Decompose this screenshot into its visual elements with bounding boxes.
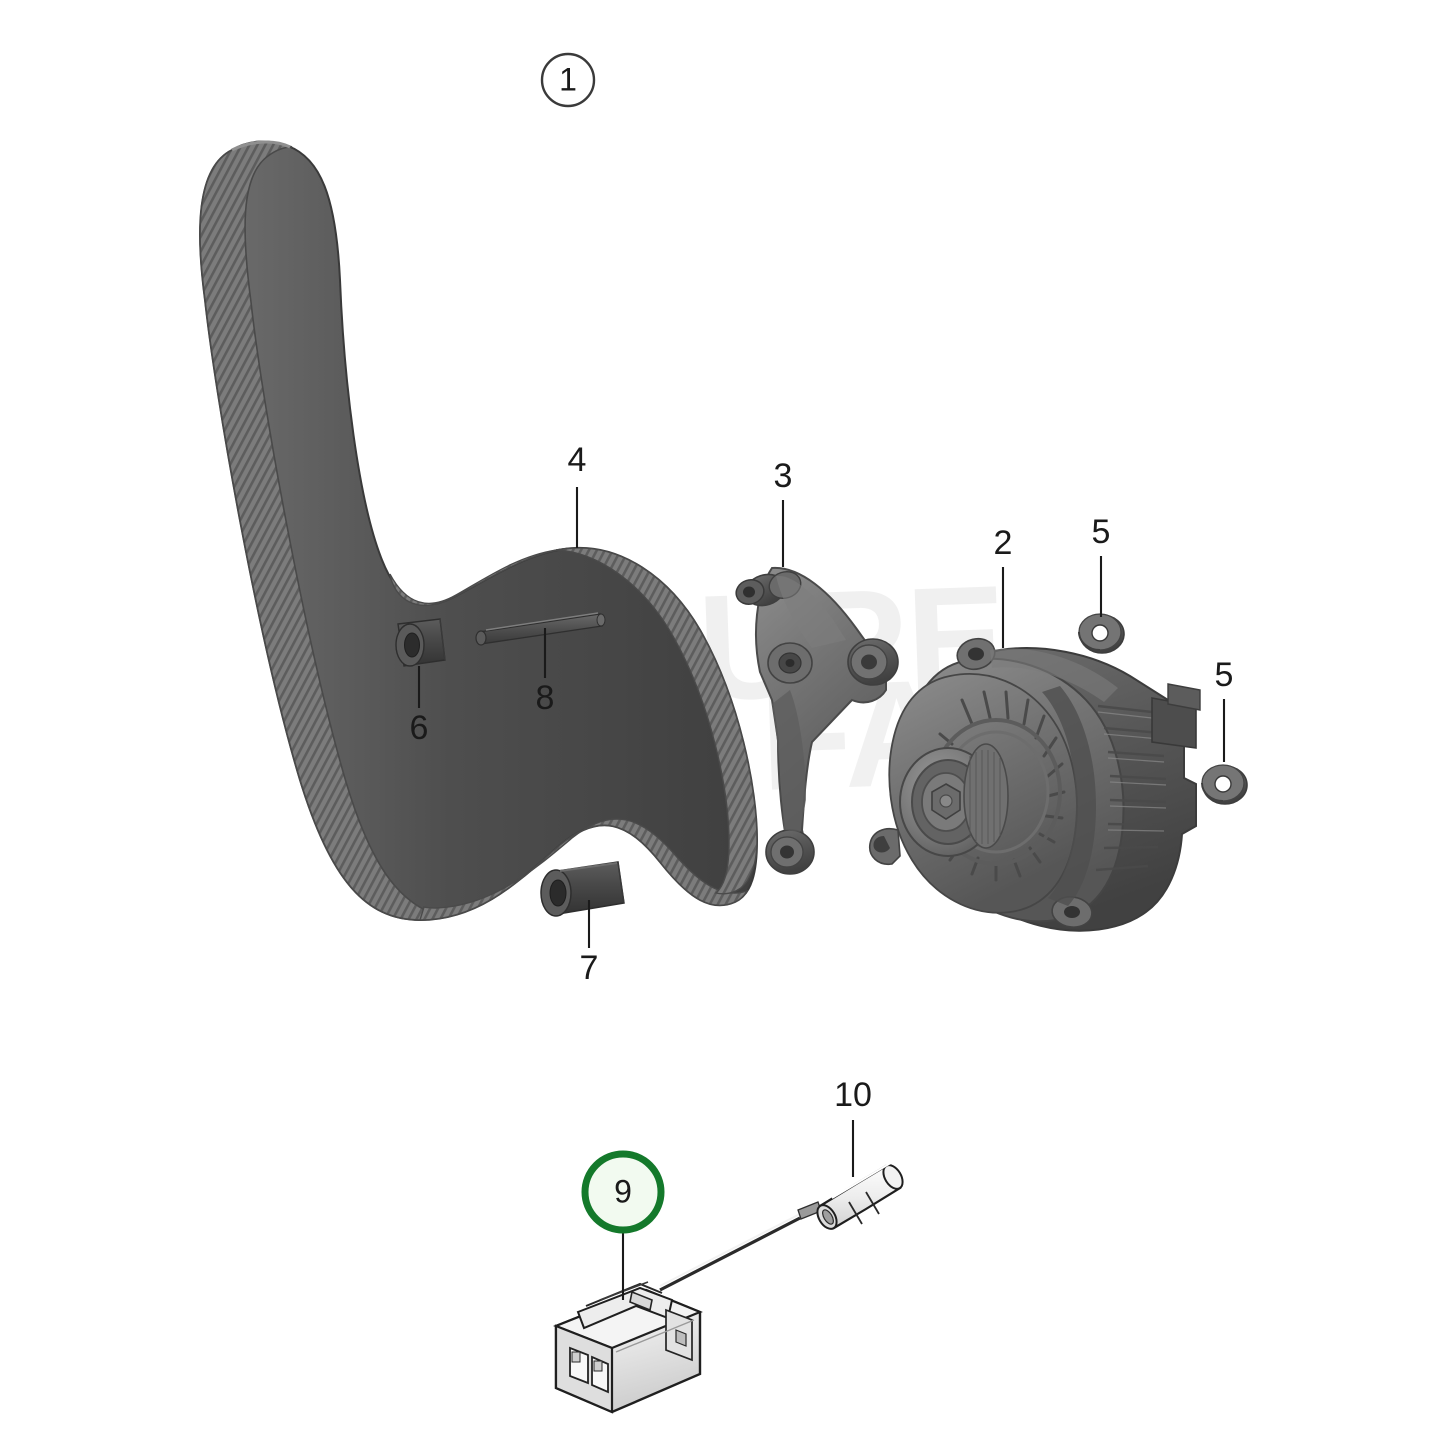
callout-1[interactable]: 1 [540, 52, 596, 108]
callout-6-label[interactable]: 6 [410, 709, 429, 747]
callout-9-label: 9 [614, 1173, 632, 1209]
callout-9-highlighted[interactable]: 9 [581, 1150, 665, 1234]
callout-8-label[interactable]: 8 [536, 679, 555, 717]
washer-upper [1078, 613, 1125, 654]
drive-belt [199, 140, 759, 922]
alternator [868, 637, 1201, 932]
spacer-bushing-short [395, 618, 446, 667]
spacer-bushing-long [540, 861, 625, 917]
callout-7-label[interactable]: 7 [580, 949, 599, 987]
callout-3-label[interactable]: 3 [774, 457, 793, 495]
callout-4-label[interactable]: 4 [568, 441, 587, 479]
washer-lower [1201, 764, 1248, 805]
callout-5-upper-label[interactable]: 5 [1092, 513, 1111, 551]
callout-2-label[interactable]: 2 [994, 524, 1013, 562]
callout-10-label[interactable]: 10 [834, 1076, 872, 1114]
fuse [816, 1160, 904, 1230]
callout-5-lower-label[interactable]: 5 [1215, 656, 1234, 694]
callout-1-label: 1 [559, 61, 577, 97]
wiring-connector [553, 1201, 822, 1414]
leader-lines [417, 487, 1226, 1300]
through-bolt [475, 612, 606, 646]
alternator-bracket [735, 566, 899, 875]
